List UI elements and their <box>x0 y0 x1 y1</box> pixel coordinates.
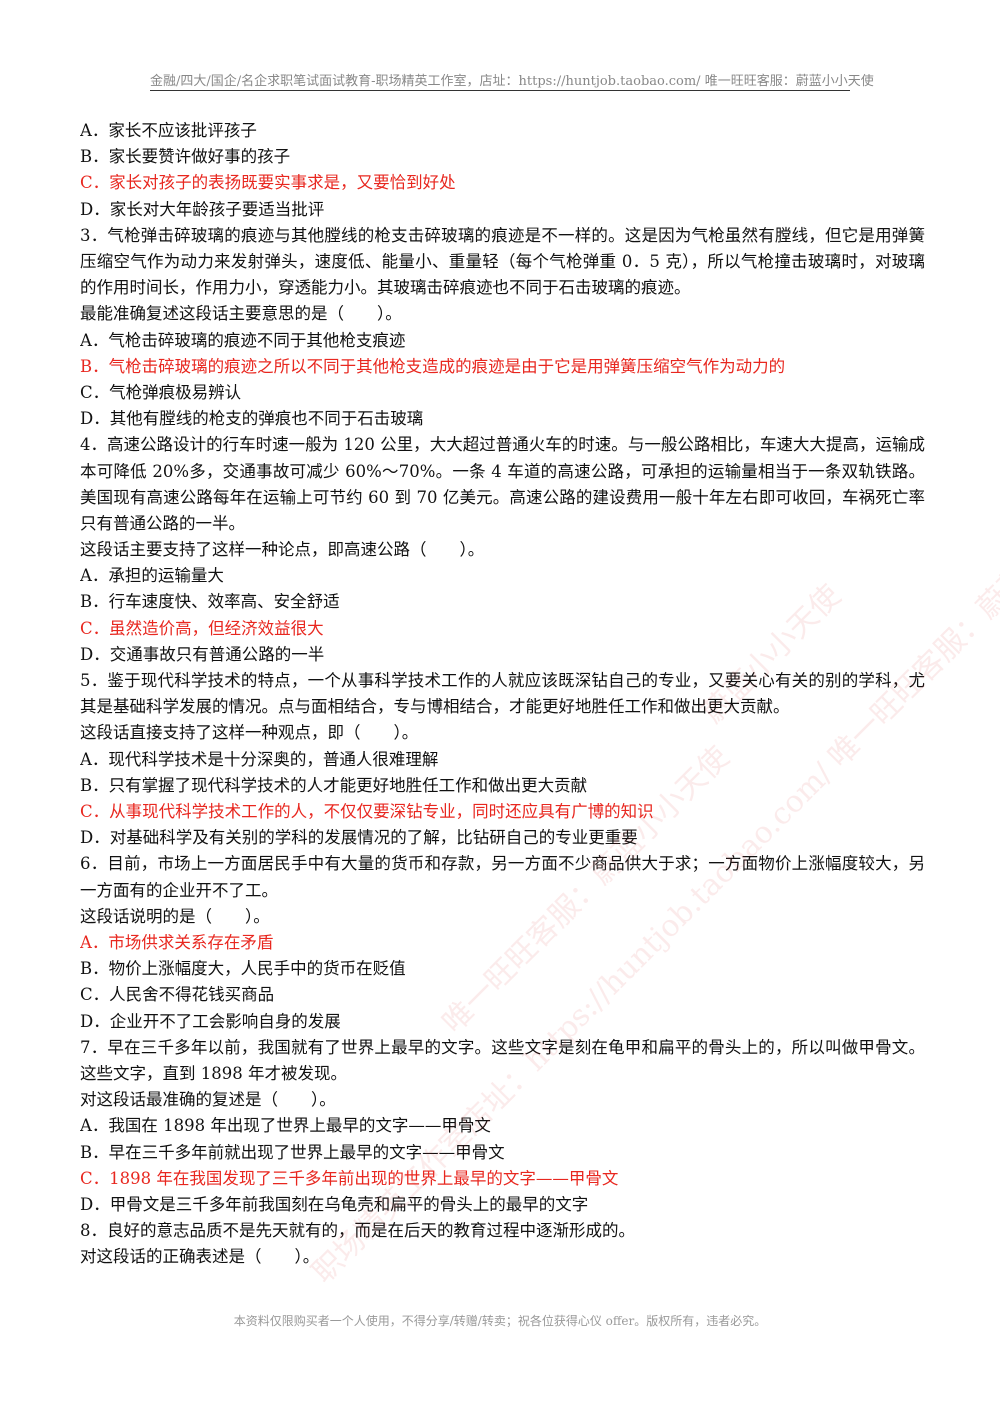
q2-option-d: D．家长对大年龄孩子要适当批评 <box>80 199 325 219</box>
q8-passage: 8．良好的意志品质不是先天就有的，而是在后天的教育过程中逐渐形成的。 <box>80 1221 635 1241</box>
q2-option-c-answer: C．家长对孩子的表扬既要实事求是，又要恰到好处 <box>80 173 456 193</box>
q6-option-c: C．人民舍不得花钱买商品 <box>80 985 275 1005</box>
q4-option-c-answer: C．虽然造价高，但经济效益很大 <box>80 618 324 638</box>
q7-option-d: D．甲骨文是三千多年前我国刻在乌龟壳和扁平的骨头上的最早的文字 <box>80 1194 589 1214</box>
q3-question: 最能准确复述这段话主要意思的是（ ）。 <box>80 304 402 324</box>
q7-question: 对这段话最准确的复述是（ ）。 <box>80 1090 336 1110</box>
q5-passage: 5．鉴于现代科学技术的特点，一个从事科学技术工作的人就应该既深钻自己的专业，又要… <box>80 671 925 717</box>
q5-option-d: D．对基础科学及有关别的学科的发展情况的了解，比钻研自己的专业更重要 <box>80 828 638 848</box>
document-body: A．家长不应该批评孩子 B．家长要赞许做好事的孩子 C．家长对孩子的表扬既要实事… <box>80 118 925 1270</box>
q7-option-a: A．我国在 1898 年出现了世界上最早的文字——甲骨文 <box>80 1116 491 1136</box>
q7-option-b: B．早在三千多年前就出现了世界上最早的文字——甲骨文 <box>80 1142 505 1162</box>
q4-option-b: B．行车速度快、效率高、安全舒适 <box>80 592 340 612</box>
q3-option-d: D．其他有膛线的枪支的弹痕也不同于石击玻璃 <box>80 409 424 429</box>
header-rule <box>150 90 850 91</box>
q3-option-c: C．气枪弹痕极易辨认 <box>80 382 242 402</box>
q4-passage: 4．高速公路设计的行车时速一般为 120 公里，大大超过普通火车的时速。与一般公… <box>80 435 925 533</box>
q7-option-c-answer: C．1898 年在我国发现了三千多年前出现的世界上最早的文字——甲骨文 <box>80 1168 619 1188</box>
q6-option-a-answer: A．市场供求关系存在矛盾 <box>80 932 274 952</box>
q7-passage: 7．早在三千多年以前，我国就有了世界上最早的文字。这些文字是刻在龟甲和扁平的骨头… <box>80 1037 925 1083</box>
q6-question: 这段话说明的是（ ）。 <box>80 906 270 926</box>
q4-option-a: A．承担的运输量大 <box>80 566 224 586</box>
page-header: 金融/四大/国企/名企求职笔试面试教育-职场精英工作室，店址：https://h… <box>150 74 874 89</box>
q6-option-d: D．企业开不了工会影响自身的发展 <box>80 1011 341 1031</box>
q4-option-d: D．交通事故只有普通公路的一半 <box>80 644 325 664</box>
q5-option-a: A．现代科学技术是十分深奥的，普通人很难理解 <box>80 749 439 769</box>
q5-question: 这段话直接支持了这样一种观点，即（ ）。 <box>80 723 419 743</box>
q4-question: 这段话主要支持了这样一种论点，即高速公路（ ）。 <box>80 540 485 560</box>
q6-passage: 6．目前，市场上一方面居民手中有大量的货币和存款，另一方面不少商品供大于求；一方… <box>80 854 925 900</box>
q5-option-b: B．只有掌握了现代科学技术的人才能更好地胜任工作和做出更大贡献 <box>80 775 588 795</box>
page-footer: 本资料仅限购买者一个人使用，不得分享/转赠/转卖；祝各位获得心仪 offer。版… <box>233 1314 767 1328</box>
q3-passage: 3．气枪弹击碎玻璃的痕迹与其他膛线的枪支击碎玻璃的痕迹是不一样的。这是因为气枪虽… <box>80 225 925 298</box>
q8-question: 对这段话的正确表述是（ ）。 <box>80 1247 320 1267</box>
q6-option-b: B．物价上涨幅度大，人民手中的货币在贬值 <box>80 959 406 979</box>
q5-option-c-answer: C．从事现代科学技术工作的人，不仅仅要深钻专业，同时还应具有广博的知识 <box>80 802 654 822</box>
q3-option-a: A．气枪击碎玻璃的痕迹不同于其他枪支痕迹 <box>80 330 406 350</box>
q3-option-b-answer: B．气枪击碎玻璃的痕迹之所以不同于其他枪支造成的痕迹是由于它是用弹簧压缩空气作为… <box>80 356 786 376</box>
q2-option-a: A．家长不应该批评孩子 <box>80 121 257 140</box>
q2-option-b: B．家长要赞许做好事的孩子 <box>80 147 291 167</box>
